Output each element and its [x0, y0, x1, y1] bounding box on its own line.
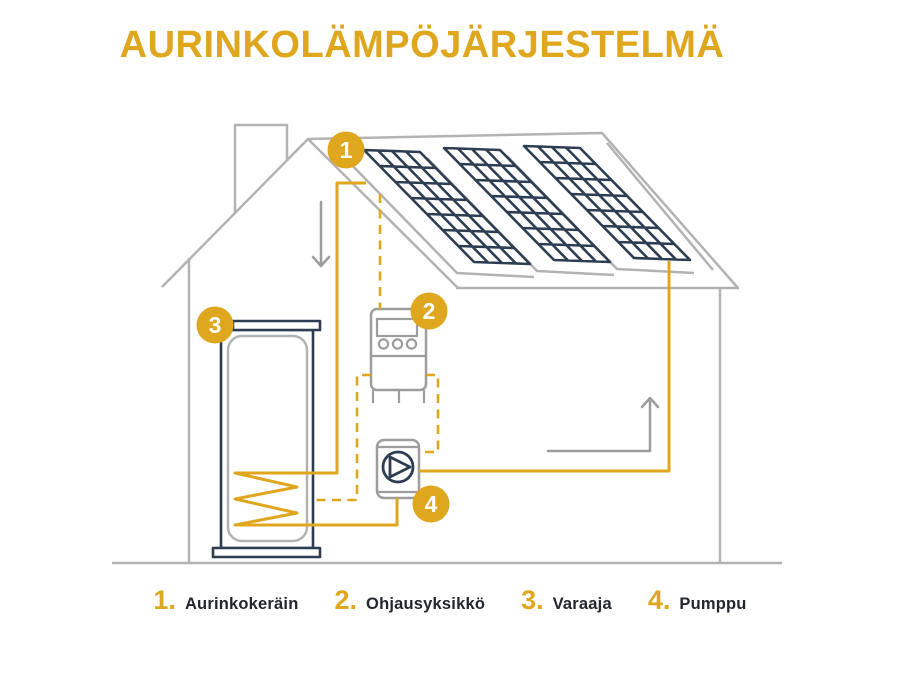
- sensor-wire-tank: [316, 373, 371, 502]
- page-title: AURINKOLÄMPÖJÄRJESTELMÄ: [119, 24, 725, 66]
- flow-arrow-down-icon: [311, 200, 331, 268]
- tank-body: [219, 328, 315, 550]
- panel-shadow-right: [606, 142, 714, 271]
- control-unit-button: [377, 338, 390, 350]
- legend-number: 3.: [521, 585, 544, 615]
- marker-badge-2-number: 2: [423, 298, 436, 324]
- marker-badge-4: [412, 485, 450, 523]
- tank-inner: [226, 334, 309, 543]
- pump-caps: [377, 445, 419, 494]
- legend-number: 4.: [647, 585, 671, 615]
- solar-collectors: [345, 142, 714, 279]
- cold-pipe: [419, 261, 671, 473]
- sensor-wire-pump: [420, 373, 440, 454]
- control-unit-button: [391, 338, 404, 350]
- pipes: [233, 181, 671, 527]
- tank-base: [211, 546, 322, 559]
- house-outline: [112, 123, 782, 565]
- marker-badges: 1 2 3 4: [196, 131, 450, 523]
- marker-badge-1-number: 1: [340, 137, 353, 163]
- legend-label: Aurinkokeräin: [184, 595, 299, 613]
- legend-label: Ohjausyksikkö: [366, 595, 486, 613]
- legend-label: Pumppu: [679, 595, 747, 613]
- legend-label: Varaaja: [552, 595, 612, 613]
- control-unit-button: [405, 338, 418, 350]
- legend-item-tank: 3. Varaaja: [521, 585, 612, 616]
- pump: [375, 438, 421, 500]
- flow-arrows: [311, 200, 660, 453]
- marker-badge-3: [196, 306, 234, 344]
- legend: 1. Aurinkokeräin 2. Ohjausyksikkö 3. Var…: [0, 585, 900, 616]
- chimney: [233, 123, 289, 213]
- legend-number: 2.: [334, 585, 358, 615]
- roof-ridge: [161, 131, 739, 289]
- flow-arrow-up-icon: [546, 396, 660, 453]
- control-unit-legs: [371, 390, 426, 403]
- legend-item-pump: 4. Pumppu: [648, 585, 747, 616]
- panel-shadow-1: [345, 158, 536, 279]
- storage-tank: [211, 319, 322, 559]
- marker-badge-2: [410, 292, 448, 330]
- marker-badge-1: [327, 131, 365, 169]
- legend-item-control-unit: 2. Ohjausyksikkö: [335, 585, 486, 616]
- control-unit: [369, 307, 428, 403]
- control-unit-display: [375, 317, 419, 338]
- sensor-wires: [316, 194, 440, 502]
- marker-badge-3-number: 3: [209, 312, 222, 338]
- hot-pipe-and-coil: [233, 181, 399, 527]
- pump-triangle-icon: [388, 455, 412, 479]
- roof-gable-edge: [307, 138, 459, 289]
- tank-lid: [231, 319, 322, 332]
- legend-number: 1.: [153, 585, 176, 615]
- marker-badge-4-number: 4: [425, 491, 438, 517]
- legend-item-collector: 1. Aurinkokeräin: [153, 585, 298, 616]
